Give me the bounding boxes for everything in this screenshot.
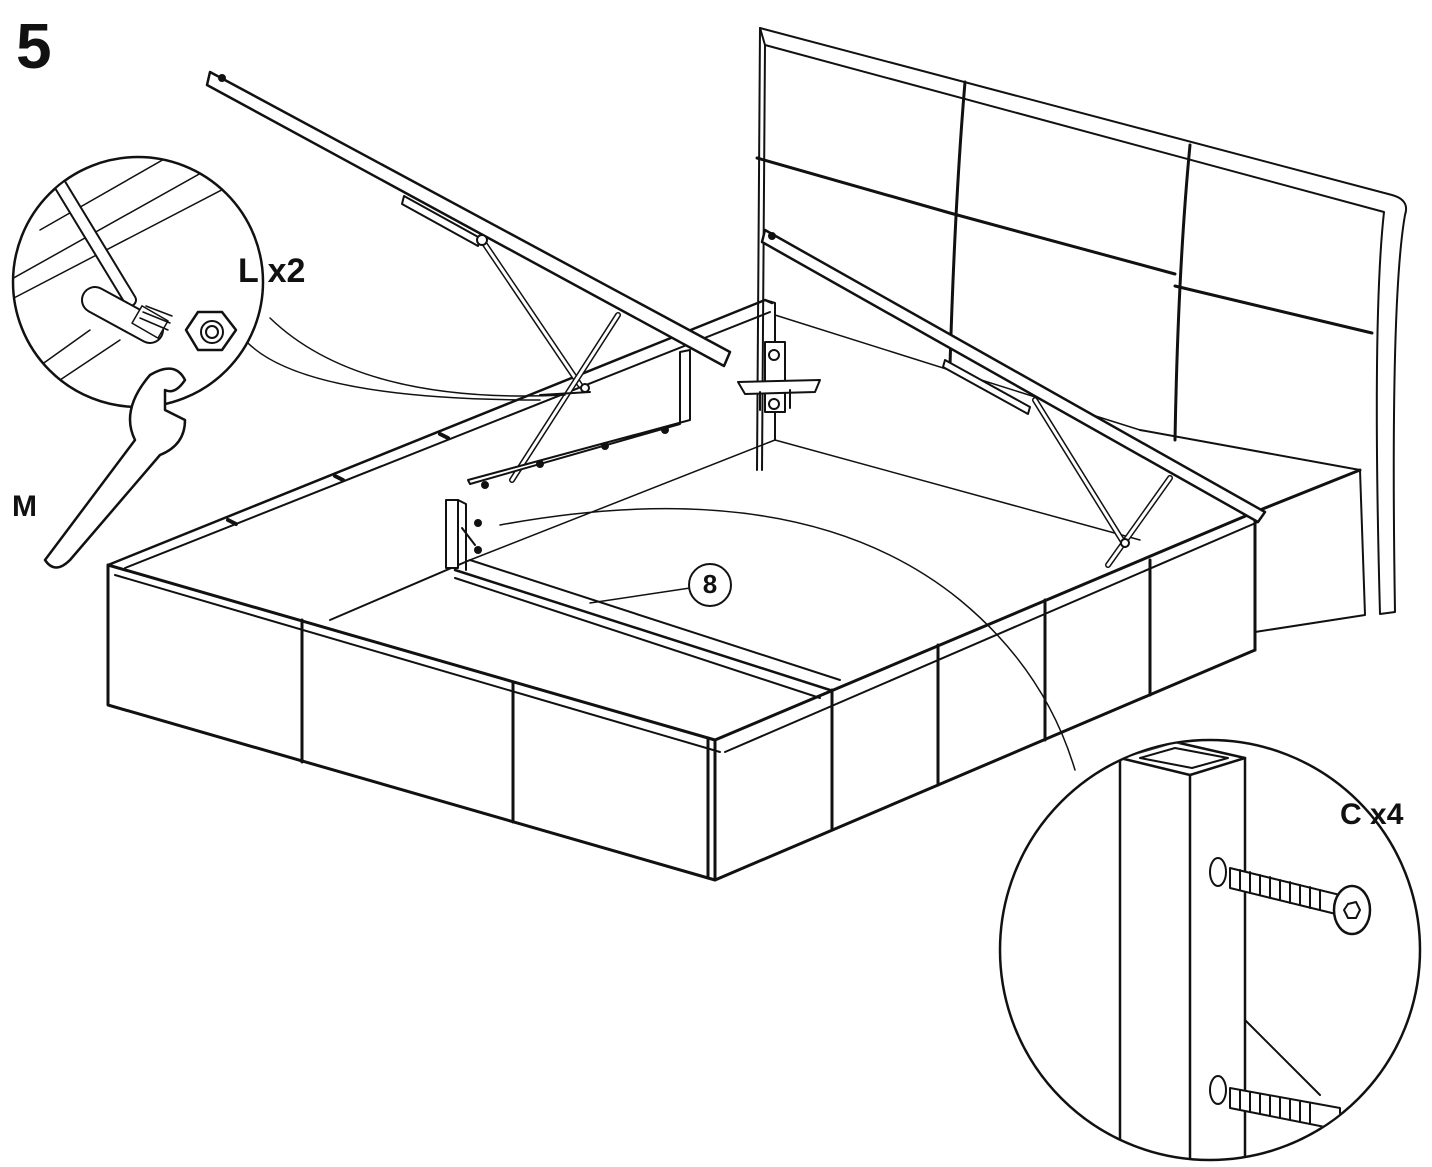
screw-quantity: x4 xyxy=(1370,798,1404,831)
nut-letter: L xyxy=(238,252,259,290)
leader-lines xyxy=(244,317,1076,771)
part-label-wrench: M xyxy=(12,490,37,523)
nut-detail-inset xyxy=(11,155,265,569)
center-bracket xyxy=(737,341,821,413)
step-number: 5 xyxy=(16,10,52,82)
hex-nut-icon xyxy=(184,310,238,352)
screw-letter: C xyxy=(1340,798,1362,831)
nut-quantity: x2 xyxy=(267,252,306,290)
part-label-nut: L x2 xyxy=(238,254,305,288)
left-lift-mechanism xyxy=(205,70,732,489)
right-lift-mechanism xyxy=(760,228,1267,568)
panel-number-badge: 8 xyxy=(688,563,732,607)
wrench-icon xyxy=(43,367,187,569)
headboard xyxy=(755,27,1408,615)
part-label-screw: C x4 xyxy=(1340,800,1403,830)
screw-detail-inset xyxy=(998,738,1422,1162)
bed-base xyxy=(106,298,1366,882)
